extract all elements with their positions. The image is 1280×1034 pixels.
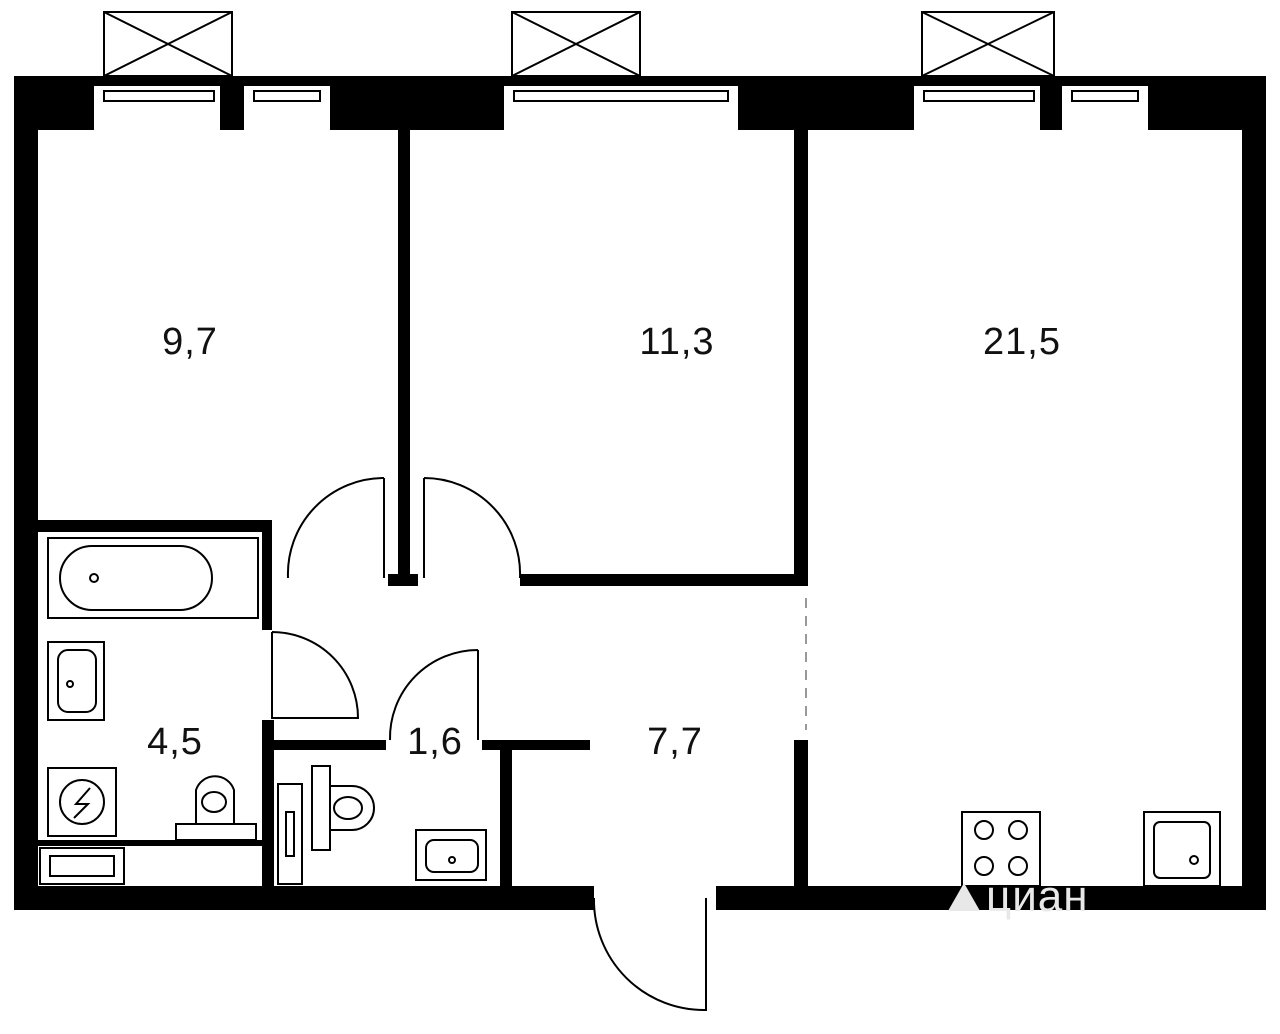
sink-icon — [47, 641, 105, 721]
towel-radiator-icon — [39, 847, 125, 885]
balcony-boxes — [103, 11, 1055, 77]
washing-machine-icon — [47, 767, 117, 837]
watermark-text: циан — [986, 872, 1089, 921]
stove-icon — [961, 811, 1041, 887]
watermark: циан — [948, 875, 1089, 919]
door-swings — [271, 476, 707, 1012]
room-area-label: 4,5 — [147, 721, 203, 763]
room-area-label: 1,6 — [407, 721, 463, 763]
watermark-logo-icon — [948, 883, 980, 911]
room-area-label: 21,5 — [983, 321, 1061, 363]
window-openings — [94, 86, 1148, 130]
interior-walls — [38, 130, 808, 890]
toilet-room-fixtures — [277, 765, 487, 885]
room-area-label: 7,7 — [647, 721, 703, 763]
exterior-walls — [14, 76, 1266, 910]
room-area-label: 11,3 — [639, 321, 715, 363]
toilet-icon — [175, 775, 257, 841]
room-area-label: 9,7 — [162, 321, 218, 363]
bathtub — [47, 537, 259, 619]
kitchen-sink-icon — [1143, 811, 1221, 887]
